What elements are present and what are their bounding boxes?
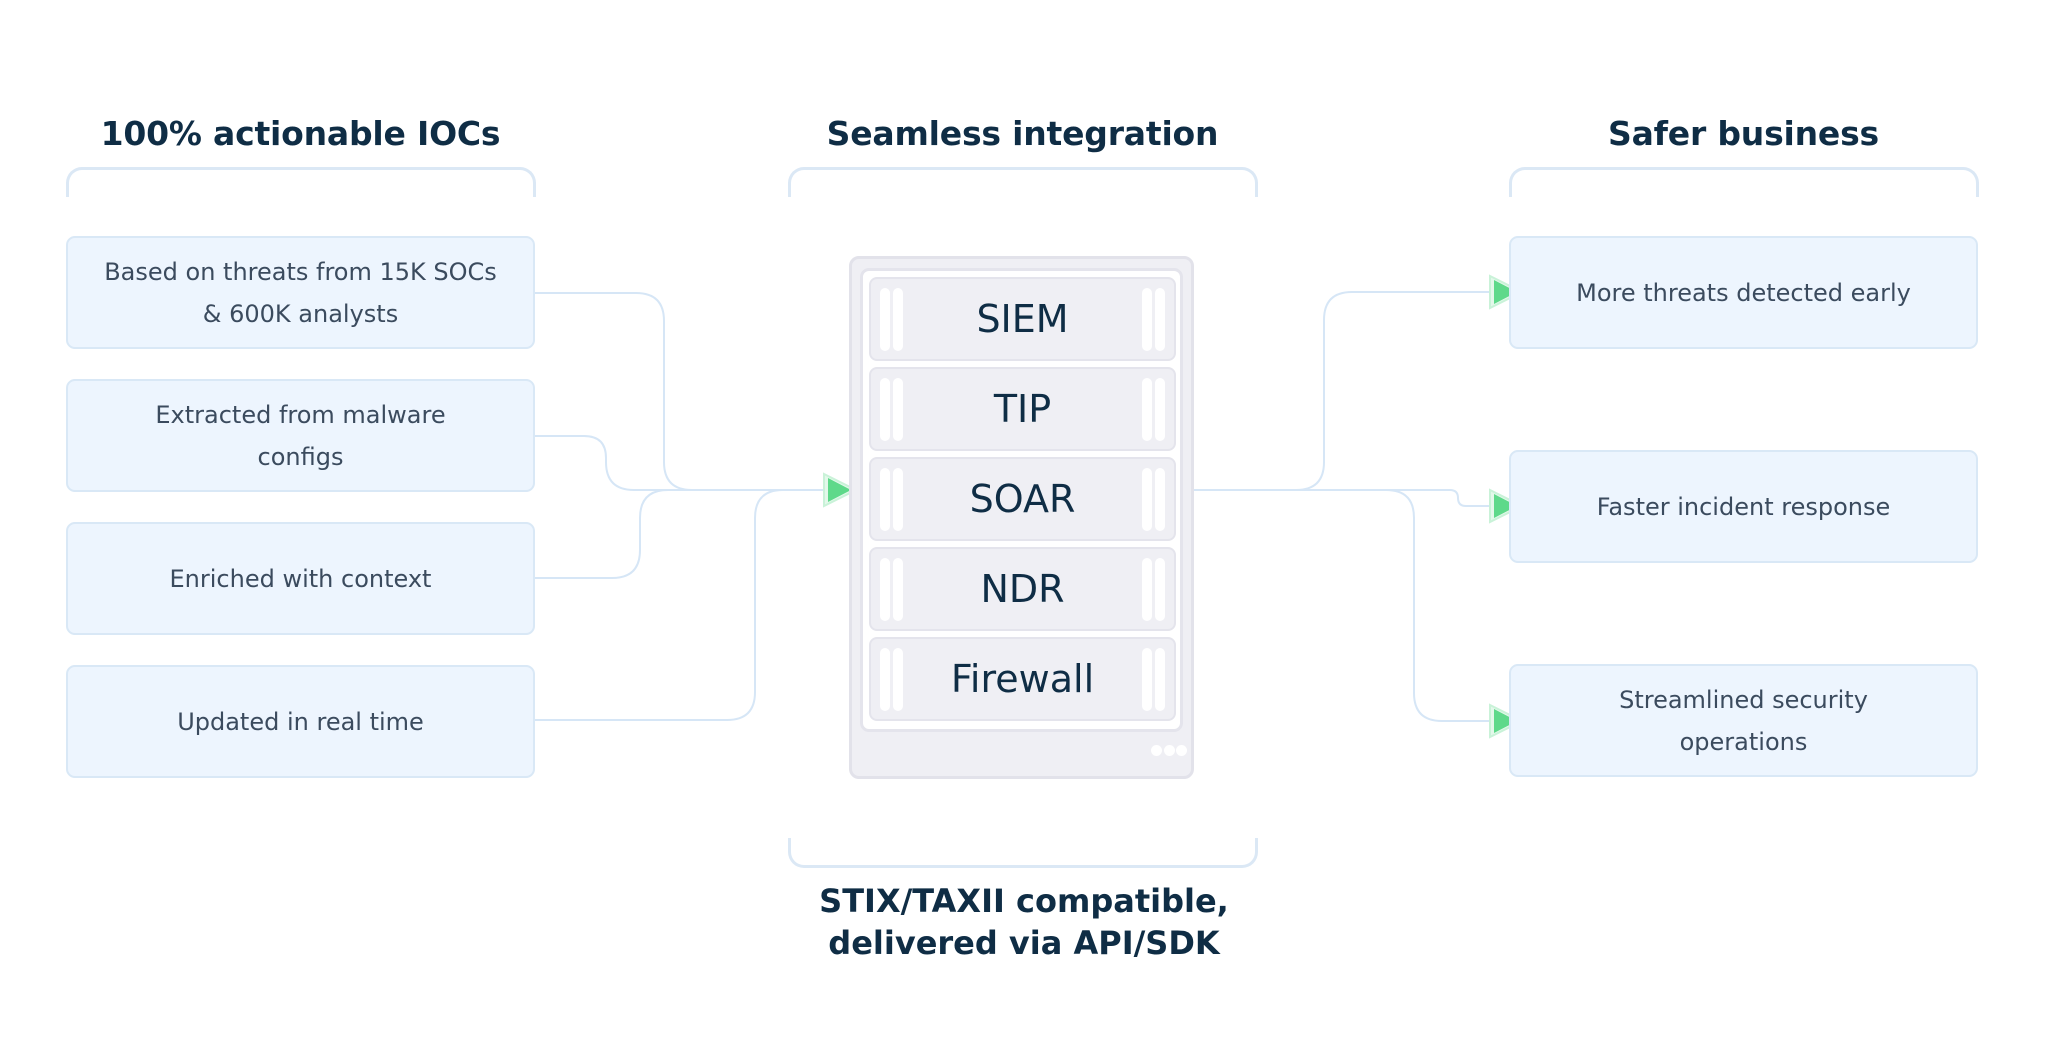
rack-handle-icon [1155, 288, 1165, 351]
bracket-right [1509, 167, 1979, 197]
integration-footer: STIX/TAXII compatible, delivered via API… [780, 880, 1268, 964]
ioc-feature-card: Extracted from malware configs [66, 379, 535, 492]
rack-handle-icon [893, 648, 903, 711]
rack-handle-icon [880, 378, 890, 441]
connector-right-3 [1194, 489, 1494, 722]
rack-frame: SIEM TIP SOAR NDR Firewa [860, 268, 1183, 732]
footer-line: STIX/TAXII compatible, [819, 882, 1229, 920]
rack-handle-icon [880, 288, 890, 351]
card-text-line: Enriched with context [169, 564, 432, 593]
rack-handle-icon [893, 378, 903, 441]
status-dot [1151, 745, 1162, 756]
rack-handle-icon [1142, 288, 1152, 351]
connector-left-2 [535, 435, 700, 491]
bracket-center-bottom [788, 838, 1258, 868]
rack-item-soar: SOAR [869, 457, 1176, 541]
rack-handle-icon [1155, 468, 1165, 531]
card-text-line: configs [257, 442, 344, 471]
arrow-right-triangle-icon [828, 478, 851, 502]
rack-item-label: Firewall [950, 657, 1095, 701]
rack-item-ndr: NDR [869, 547, 1176, 631]
connector-right-trunk [1194, 291, 1494, 491]
column-title-center: Seamless integration [826, 114, 1219, 153]
column-title-right: Safer business [1608, 114, 1879, 153]
column-title-left: 100% actionable IOCs [100, 114, 501, 153]
rack-item-label: NDR [980, 567, 1065, 611]
rack-handle-icon [880, 558, 890, 621]
rack-handle-icon [880, 648, 890, 711]
rack-handle-icon [1155, 558, 1165, 621]
card-text-line: More threats detected early [1576, 278, 1911, 307]
ioc-feature-card: Based on threats from 15K SOCs & 600K an… [66, 236, 535, 349]
outcome-card: Streamlined security operations [1509, 664, 1978, 777]
rack-handle-icon [1155, 378, 1165, 441]
rack-handle-icon [880, 468, 890, 531]
rack-handle-icon [1142, 558, 1152, 621]
rack-handle-icon [1142, 468, 1152, 531]
rack-handle-icon [893, 468, 903, 531]
rack-item-firewall: Firewall [869, 637, 1176, 721]
rack-item-label: TIP [993, 387, 1052, 431]
integration-rack: SIEM TIP SOAR NDR Firewa [849, 256, 1194, 779]
outcome-card: More threats detected early [1509, 236, 1978, 349]
status-dot [1164, 745, 1175, 756]
bracket-left [66, 167, 536, 197]
rack-handle-icon [893, 288, 903, 351]
card-text-line: Updated in real time [177, 707, 424, 736]
ioc-feature-card: Enriched with context [66, 522, 535, 635]
rack-item-siem: SIEM [869, 277, 1176, 361]
footer-line: delivered via API/SDK [828, 924, 1220, 962]
rack-handle-icon [893, 558, 903, 621]
rack-item-label: SIEM [976, 297, 1069, 341]
connector-left-4 [535, 489, 830, 721]
rack-handle-icon [1142, 378, 1152, 441]
card-text-line: Extracted from malware [155, 400, 446, 429]
ioc-feature-card: Updated in real time [66, 665, 535, 778]
rack-item-label: SOAR [969, 477, 1076, 521]
card-text-line: Faster incident response [1596, 492, 1891, 521]
card-text-line: operations [1679, 727, 1808, 756]
rack-item-tip: TIP [869, 367, 1176, 451]
connector-left-3 [535, 489, 760, 579]
bracket-center [788, 167, 1258, 197]
card-text-line: Streamlined security [1619, 685, 1868, 714]
rack-handle-icon [1142, 648, 1152, 711]
card-text-line: Based on threats from 15K SOCs [104, 257, 497, 286]
status-dot [1176, 745, 1187, 756]
rack-handle-icon [1155, 648, 1165, 711]
connector-left-1 [535, 292, 830, 491]
card-text-line: & 600K analysts [202, 299, 399, 328]
connector-right-2 [1194, 489, 1494, 507]
outcome-card: Faster incident response [1509, 450, 1978, 563]
